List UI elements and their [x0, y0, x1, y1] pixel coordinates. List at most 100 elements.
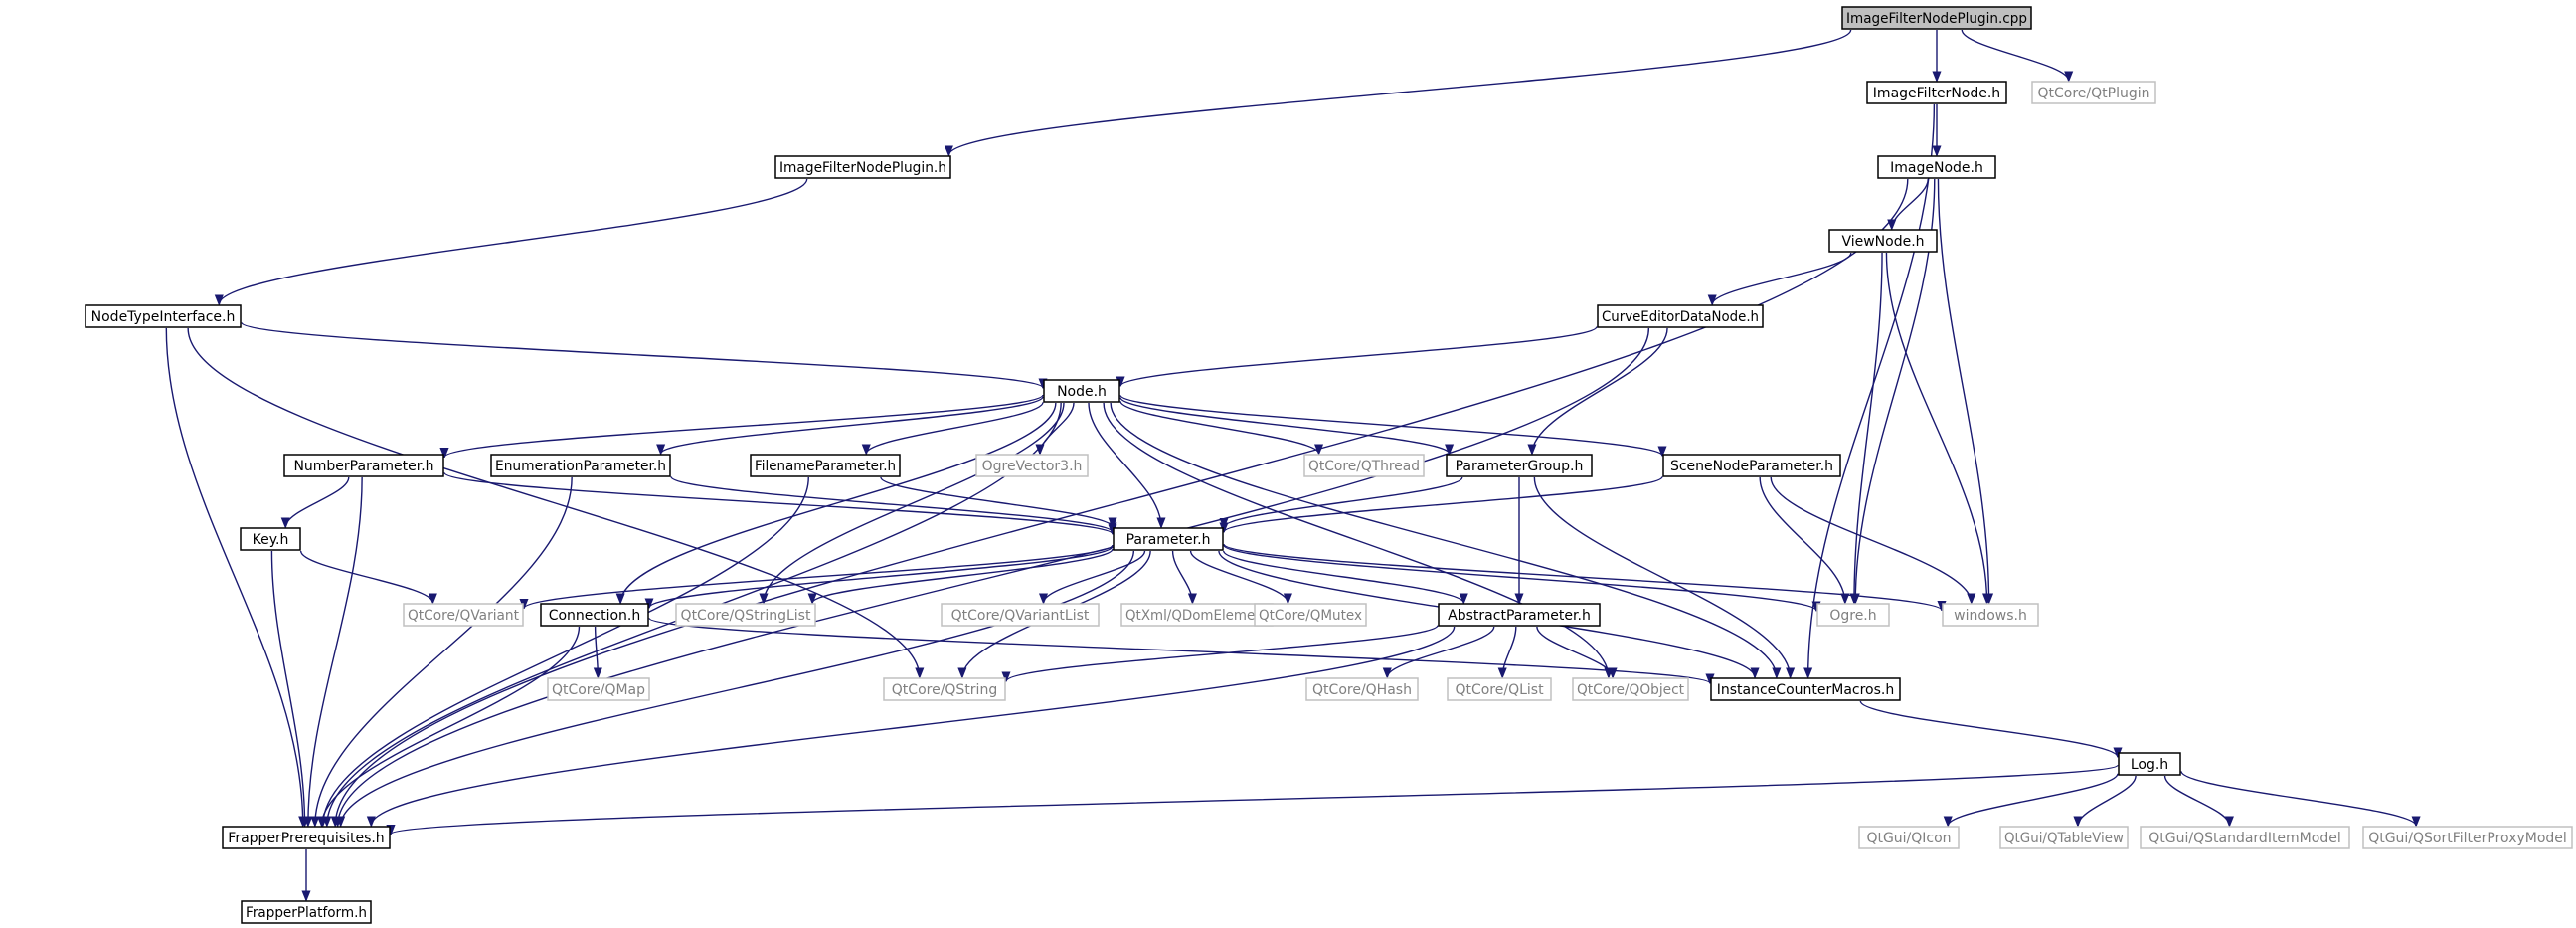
- node-label: NodeTypeInterface.h: [91, 309, 236, 325]
- file-node-qicon: QtGui/QIcon: [1858, 826, 1960, 849]
- node-box: [1303, 454, 1425, 477]
- edge-parameter-to-qvariantlist: [1044, 550, 1146, 603]
- file-node-qmutex: QtCore/QMutex: [1254, 603, 1367, 627]
- file-node-log[interactable]: Log.h: [2118, 752, 2181, 776]
- edge-absparam-to-qhash: [1387, 626, 1495, 677]
- edge-parameter-to-qstringlist: [812, 548, 1114, 604]
- file-node-nodetype[interactable]: NodeTypeInterface.h: [85, 304, 242, 328]
- file-node-ifnplugin[interactable]: ImageFilterNodePlugin.h: [774, 155, 951, 179]
- file-node-ogrevec: OgreVector3.h: [975, 454, 1089, 477]
- file-node-fileparam[interactable]: FilenameParameter.h: [750, 454, 901, 477]
- node-box: [2118, 752, 2181, 776]
- edge-nodetype-to-frapperprereq: [165, 327, 302, 826]
- edge-imagenode-to-frapperprereq: [335, 178, 1909, 826]
- node-label: QtCore/QList: [1455, 682, 1544, 698]
- node-label: QtGui/QTableView: [2004, 831, 2124, 846]
- file-node-scenenode[interactable]: SceneNodeParameter.h: [1662, 454, 1841, 477]
- file-node-imagenode[interactable]: ImageNode.h: [1877, 155, 1996, 179]
- node-label: QtCore/QHash: [1312, 682, 1412, 698]
- file-node-frapperprereq[interactable]: FrapperPrerequisites.h: [222, 826, 391, 849]
- edge-absparam-to-qobject: [1536, 626, 1613, 677]
- edge-absparam-to-frapperprereq: [371, 626, 1456, 826]
- file-node-numparam[interactable]: NumberParameter.h: [283, 454, 444, 477]
- edge-parameter-to-absparam: [1223, 550, 1464, 603]
- node-label: QtCore/QObject: [1577, 682, 1684, 698]
- node-box: [403, 603, 524, 627]
- edge-scenenode-to-ogre: [1759, 476, 1845, 603]
- node-box: [1828, 229, 1938, 253]
- node-box: [2140, 826, 2350, 849]
- edge-connection-to-instcounter: [648, 617, 1710, 683]
- file-node-parameter[interactable]: Parameter.h: [1113, 527, 1224, 551]
- file-node-absparam[interactable]: AbstractParameter.h: [1438, 603, 1601, 627]
- edge-curveeditor-to-paramgroup: [1532, 327, 1668, 454]
- edge-scenenode-to-windows: [1770, 476, 1972, 603]
- file-node-ifnode[interactable]: ImageFilterNode.h: [1866, 81, 2007, 104]
- edge-root-to-qtplugin: [1961, 29, 2068, 81]
- file-node-qobject: QtCore/QObject: [1572, 677, 1689, 701]
- file-node-frapperplat[interactable]: FrapperPlatform.h: [241, 900, 372, 924]
- node-box: [1438, 603, 1601, 627]
- node-box: [222, 826, 391, 849]
- edge-node-to-qthread: [1119, 400, 1319, 454]
- edge-node-to-paramgroup: [1119, 397, 1450, 455]
- file-node-paramgroup[interactable]: ParameterGroup.h: [1446, 454, 1593, 477]
- edge-instcounter-to-log: [1859, 700, 2118, 757]
- node-label: EnumerationParameter.h: [495, 459, 666, 474]
- node-box: [1446, 454, 1593, 477]
- node-box: [1877, 155, 1996, 179]
- file-node-windows: windows.h: [1942, 603, 2039, 627]
- node-box: [1572, 677, 1689, 701]
- node-box: [1866, 81, 2007, 104]
- file-node-connection[interactable]: Connection.h: [540, 603, 649, 627]
- node-box: [283, 454, 444, 477]
- edge-enumparam-to-parameter: [670, 475, 1113, 533]
- node-label: QtXml/QDomElement: [1125, 608, 1269, 624]
- file-node-viewnode[interactable]: ViewNode.h: [1828, 229, 1938, 253]
- edge-key-to-frapperprereq: [270, 550, 304, 826]
- node-label: QtCore/QtPlugin: [2038, 86, 2150, 101]
- node-label: CurveEditorDataNode.h: [1602, 309, 1759, 325]
- node-label: Parameter.h: [1126, 532, 1211, 548]
- node-label: Ogre.h: [1829, 608, 1876, 624]
- node-label: FilenameParameter.h: [755, 459, 896, 474]
- edge-root-to-ifnplugin: [948, 29, 1852, 155]
- dependency-edges: [165, 29, 2416, 900]
- node-box: [2362, 826, 2573, 849]
- node-label: QtCore/QMutex: [1259, 608, 1362, 624]
- edge-enumparam-to-frapperprereq: [315, 476, 573, 826]
- file-node-qstditem: QtGui/QStandardItemModel: [2140, 826, 2350, 849]
- file-node-curveeditor[interactable]: CurveEditorDataNode.h: [1597, 304, 1764, 328]
- edge-viewnode-to-ogre: [1854, 252, 1883, 603]
- node-label: NumberParameter.h: [293, 459, 433, 474]
- edge-viewnode-to-windows: [1885, 252, 1986, 603]
- edge-node-to-qobject: [1103, 402, 1609, 677]
- file-nodes: ImageFilterNodePlugin.cppImageFilterNode…: [85, 6, 2573, 924]
- edge-viewnode-to-curveeditor: [1712, 252, 1852, 304]
- edge-node-to-connection: [620, 402, 1057, 603]
- edge-log-to-qtableview: [2078, 775, 2137, 826]
- node-box: [540, 603, 649, 627]
- file-node-qtplugin: QtCore/QtPlugin: [2031, 81, 2156, 104]
- node-label: Node.h: [1057, 384, 1107, 400]
- edge-fileparam-to-parameter: [880, 476, 1113, 528]
- file-node-root[interactable]: ImageFilterNodePlugin.cpp: [1841, 6, 2032, 30]
- node-box: [750, 454, 901, 477]
- edge-node-to-numparam: [444, 394, 1044, 458]
- file-node-enumparam[interactable]: EnumerationParameter.h: [490, 454, 671, 477]
- file-node-qvariant: QtCore/QVariant: [403, 603, 524, 627]
- edge-nodetype-to-qstring: [187, 327, 920, 677]
- edge-node-to-scenenode: [1119, 394, 1662, 457]
- file-node-node[interactable]: Node.h: [1043, 379, 1120, 403]
- node-label: SceneNodeParameter.h: [1670, 459, 1833, 474]
- file-node-key[interactable]: Key.h: [240, 527, 301, 551]
- node-box: [1254, 603, 1367, 627]
- node-box: [241, 900, 372, 924]
- node-label: FrapperPrerequisites.h: [228, 831, 384, 846]
- node-label: ImageFilterNodePlugin.h: [779, 160, 946, 176]
- node-label: Connection.h: [549, 608, 641, 624]
- file-node-instcounter[interactable]: InstanceCounterMacros.h: [1710, 677, 1901, 701]
- node-label: QtGui/QStandardItemModel: [2148, 831, 2340, 846]
- file-node-qstring: QtCore/QString: [883, 677, 1006, 701]
